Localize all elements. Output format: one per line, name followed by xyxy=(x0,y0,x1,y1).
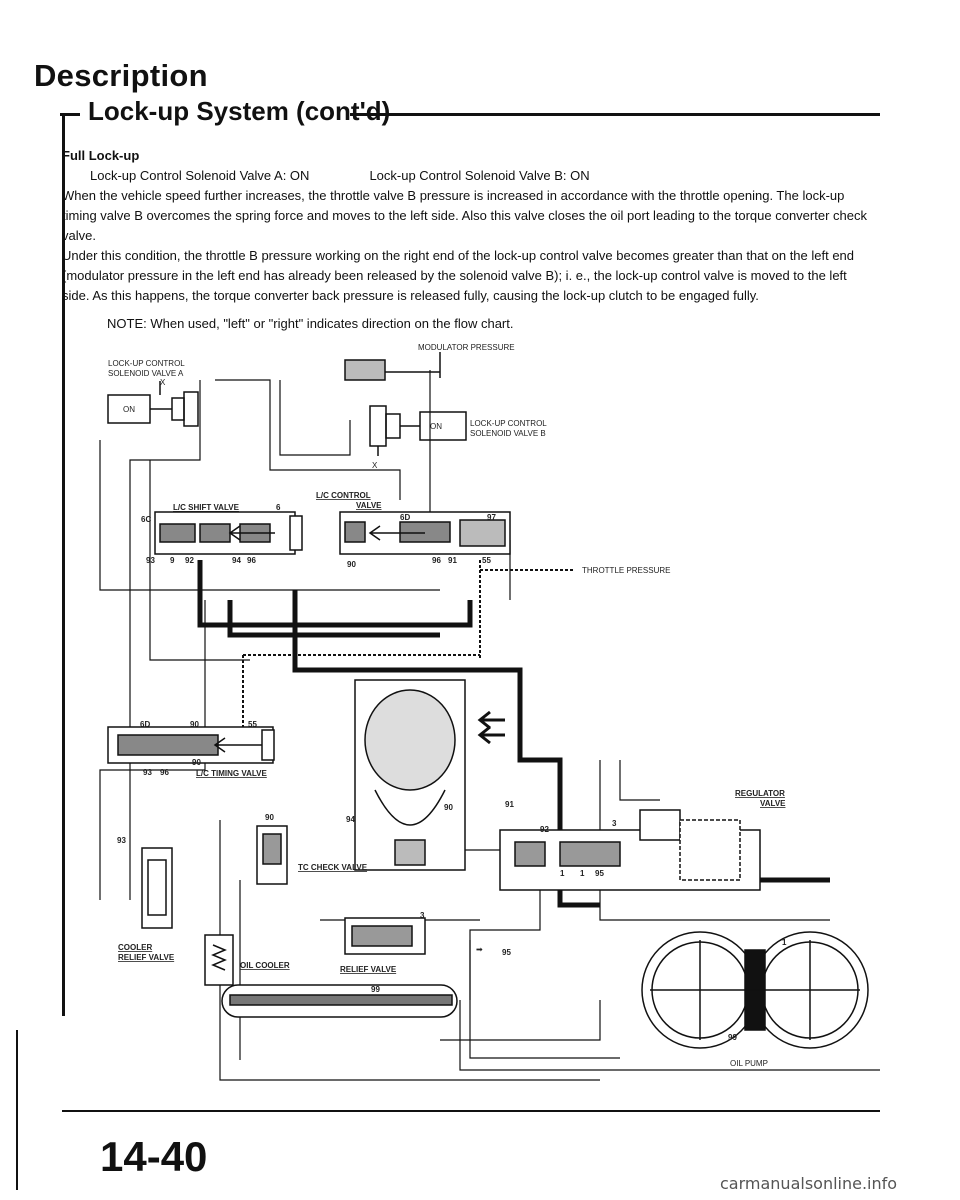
port-99-pan: 99 xyxy=(371,985,380,994)
port-91-regulator: 91 xyxy=(505,800,514,809)
oil-pump-port-99: 99 xyxy=(728,1033,737,1042)
description-text: Full Lock-up Lock-up Control Solenoid Va… xyxy=(62,146,872,334)
lc-timing-valve xyxy=(107,726,275,764)
port-95-arrow: ➡ xyxy=(476,945,483,954)
solenoid-a-symbol xyxy=(107,381,199,427)
port-97: 97 xyxy=(487,513,496,522)
margin-bar-lower xyxy=(16,1030,18,1190)
port-96: 96 xyxy=(247,556,256,565)
cooler-relief-label-2: RELIEF VALVE xyxy=(118,953,175,962)
port-90-converter: 90 xyxy=(444,803,453,812)
port-93-timing: 93 xyxy=(143,768,152,777)
lc-shift-valve xyxy=(154,511,303,555)
solenoid-a-on: ON xyxy=(123,405,135,414)
lc-control-valve-label-1: L/C CONTROL xyxy=(316,491,371,500)
lc-control-valve xyxy=(339,511,511,555)
solenoid-a-label-1: LOCK-UP CONTROL xyxy=(108,359,185,368)
port-92-regulator: 92 xyxy=(540,825,549,834)
regulator-valve-label-1: REGULATOR xyxy=(735,789,785,798)
throttle-lines xyxy=(242,560,575,740)
lc-timing-valve-label: L/C TIMING VALVE xyxy=(196,769,267,778)
cooler-relief-valve xyxy=(141,847,173,929)
oil-pump-label: OIL PUMP xyxy=(730,1059,768,1068)
note: NOTE: When used, "left" or "right" indic… xyxy=(107,316,514,331)
port-94: 94 xyxy=(232,556,241,565)
oil-cooler-label: OIL COOLER xyxy=(240,961,290,970)
watermark: carmanualsonline.info xyxy=(720,1174,898,1193)
port-90-b: 90 xyxy=(192,758,201,767)
torque-converter xyxy=(354,679,505,871)
port-6c: 6C xyxy=(141,515,151,524)
port-90-timing: 90 xyxy=(190,720,199,729)
port-3-relief: 3 xyxy=(420,911,425,920)
regulator-valve xyxy=(499,809,761,891)
port-1-b: 1 xyxy=(580,869,585,878)
port-55-timing: 55 xyxy=(248,720,257,729)
section-subtitle: Lock-up System (cont'd) xyxy=(88,96,391,126)
port-6d: 6D xyxy=(400,513,410,522)
solenoid-b-label-2: SOLENOID VALVE B xyxy=(470,429,546,438)
regulator-valve-label-2: VALVE xyxy=(760,799,786,808)
port-1-a: 1 xyxy=(560,869,565,878)
port-95-relief: 95 xyxy=(502,948,511,957)
lc-control-valve-label-2: VALVE xyxy=(356,501,382,510)
solenoid-a-label-2: SOLENOID VALVE A xyxy=(108,369,184,378)
oil-pump xyxy=(641,931,869,1049)
port-90: 90 xyxy=(347,560,356,569)
solenoid-b-x: X xyxy=(372,461,378,470)
solenoid-b-symbol xyxy=(369,405,467,456)
page-title: Description xyxy=(34,58,208,93)
port-9: 9 xyxy=(170,556,175,565)
solenoid-b-state: Lock-up Control Solenoid Valve B: ON xyxy=(369,168,590,183)
port-55: 55 xyxy=(482,556,491,565)
solenoid-a-state: Lock-up Control Solenoid Valve A: ON xyxy=(90,168,310,183)
port-96-timing: 96 xyxy=(160,768,169,777)
port-93-relief: 93 xyxy=(117,836,126,845)
port-95-regulator: 95 xyxy=(595,869,604,878)
port-96b: 96 xyxy=(432,556,441,565)
port-94-converter: 94 xyxy=(346,815,355,824)
relief-valve-label: RELIEF VALVE xyxy=(340,965,397,974)
port-90-check: 90 xyxy=(265,813,274,822)
port-6: 6 xyxy=(276,503,281,512)
modulator-valve xyxy=(344,352,441,381)
subheading: Full Lock-up xyxy=(62,148,140,163)
pump-frame xyxy=(459,940,880,1071)
footer-rule xyxy=(62,1110,880,1112)
port-92: 92 xyxy=(185,556,194,565)
oil-pump-port-1: 1 xyxy=(782,938,787,947)
tc-check-valve xyxy=(256,825,288,885)
port-6d-timing: 6D xyxy=(140,720,150,729)
subtitle-tick xyxy=(60,113,80,116)
subtitle-rule xyxy=(350,113,880,116)
page-number: 14-40 xyxy=(100,1133,208,1180)
paragraph-1: When the vehicle speed further increases… xyxy=(62,188,867,243)
lc-shift-valve-label: L/C SHIFT VALVE xyxy=(173,503,240,512)
margin-bar xyxy=(62,116,65,1016)
solenoid-b-label-1: LOCK-UP CONTROL xyxy=(470,419,547,428)
relief-valve xyxy=(344,917,426,955)
oil-pan xyxy=(221,984,458,1018)
port-91: 91 xyxy=(448,556,457,565)
oil-cooler xyxy=(204,934,234,986)
throttle-pressure-label: THROTTLE PRESSURE xyxy=(582,566,670,575)
port-3-regulator: 3 xyxy=(612,819,617,828)
port-93: 93 xyxy=(146,556,155,565)
tc-check-valve-label: TC CHECK VALVE xyxy=(298,863,368,872)
solenoid-a-x: X xyxy=(160,378,166,387)
paragraph-2: Under this condition, the throttle B pre… xyxy=(62,248,855,303)
cooler-relief-label-1: COOLER xyxy=(118,943,152,952)
solenoid-b-on: ON xyxy=(430,422,442,431)
modulator-pressure-label: MODULATOR PRESSURE xyxy=(418,343,515,352)
solenoid-states: Lock-up Control Solenoid Valve A: ON Lock… xyxy=(62,166,872,186)
